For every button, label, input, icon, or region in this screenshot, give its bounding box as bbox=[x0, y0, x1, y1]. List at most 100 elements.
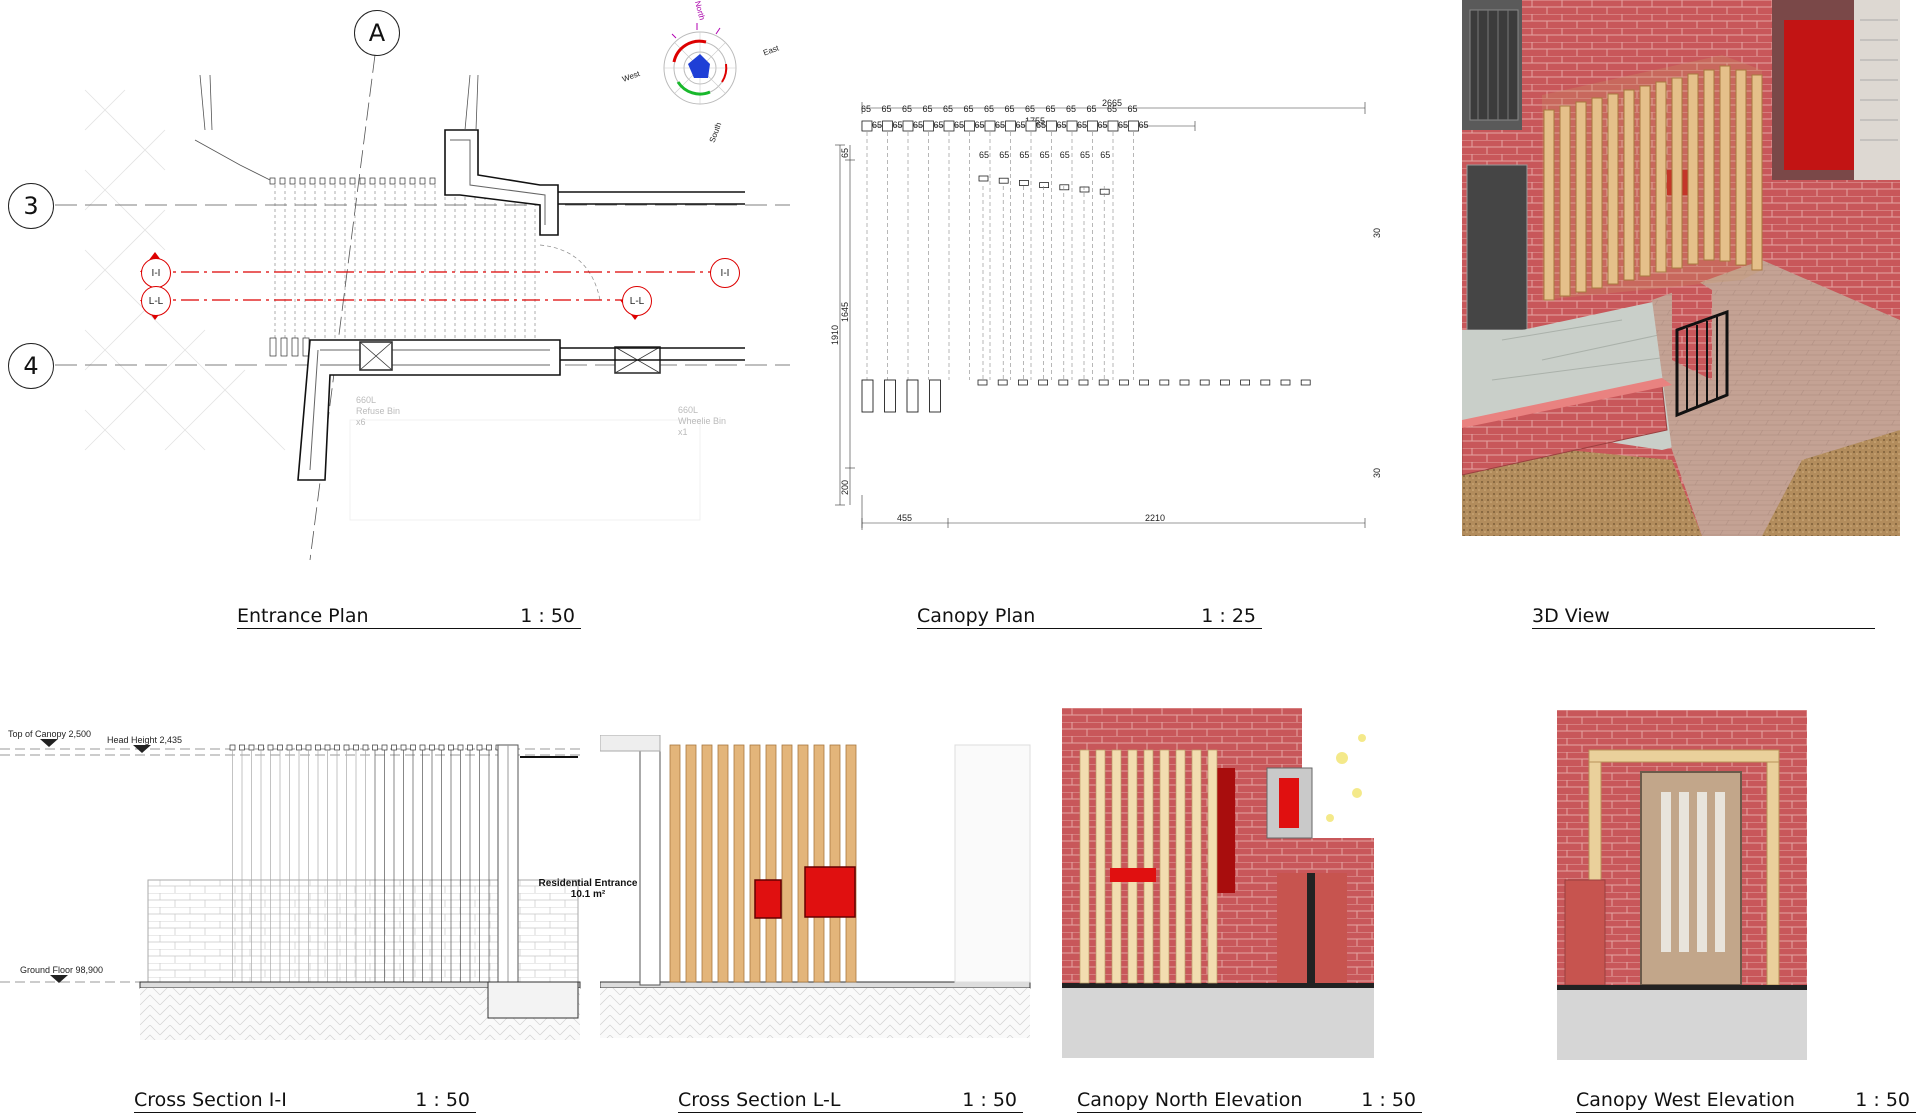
view-3d bbox=[1462, 0, 1900, 536]
section-marker-l-left: L-L bbox=[141, 286, 171, 316]
canopy-slat-top bbox=[1046, 120, 1057, 132]
slat-step-dim-label: 65 bbox=[1040, 150, 1050, 160]
section-slat-head bbox=[334, 744, 340, 751]
section-ll-slat bbox=[797, 744, 809, 983]
paving-hatch bbox=[84, 89, 701, 521]
canopy-slat-bottom bbox=[1219, 379, 1230, 386]
canopy-slat-top bbox=[923, 120, 934, 132]
section-ll-slat bbox=[765, 744, 777, 983]
slat-gap-label: 65 bbox=[1077, 120, 1087, 130]
section-slat-head bbox=[353, 744, 359, 751]
section-slat-head bbox=[429, 744, 435, 751]
section-ll-slat bbox=[813, 744, 825, 983]
title-cross-section-ll: Cross Section L-L 1 : 50 bbox=[678, 1088, 1023, 1113]
slat-dim-label: 65 bbox=[943, 104, 953, 114]
slat-gap-label: 65 bbox=[872, 120, 882, 130]
slat-gap-label: 65 bbox=[995, 120, 1005, 130]
bin-label-wheelie: 660L Wheelie Bin x1 bbox=[678, 405, 727, 437]
canopy-slat-step bbox=[1018, 180, 1029, 186]
section-ll-slat bbox=[669, 744, 681, 983]
title-west-elevation: Canopy West Elevation 1 : 50 bbox=[1576, 1088, 1916, 1113]
section-slat-head bbox=[239, 744, 245, 751]
canopy-slat-top bbox=[1087, 120, 1098, 132]
canopy-post bbox=[906, 379, 919, 413]
canopy-post bbox=[929, 379, 941, 413]
canopy-slat-top bbox=[1128, 120, 1139, 132]
dim-left-top: 65 bbox=[840, 148, 850, 158]
canopy-slat-step bbox=[1039, 182, 1050, 188]
slat-dim-label: 65 bbox=[1128, 104, 1138, 114]
north-elevation-slat bbox=[1207, 749, 1218, 984]
section-slat-head bbox=[381, 744, 388, 751]
section-slat-head bbox=[296, 744, 302, 751]
dim-bottom-left: 455 bbox=[897, 513, 912, 523]
section-slat-head bbox=[457, 744, 464, 751]
section-slat-head bbox=[229, 744, 236, 751]
section-slat-head bbox=[258, 744, 264, 751]
north-elevation-slat bbox=[1111, 749, 1122, 984]
slat-dim-label: 65 bbox=[1005, 104, 1015, 114]
north-elevation-slat bbox=[1159, 749, 1170, 984]
canopy-slat-step bbox=[1099, 188, 1110, 195]
canopy-slat-bottom bbox=[1038, 379, 1049, 386]
compass-rose bbox=[663, 23, 737, 105]
dim-overall: 2665 bbox=[1102, 98, 1122, 108]
canopy-slat-top bbox=[964, 120, 975, 132]
slat-dim-label: 65 bbox=[1046, 104, 1056, 114]
dim-right-bottom: 30 bbox=[1372, 468, 1382, 478]
section-slat-head bbox=[277, 744, 283, 751]
residential-entrance-label: Residential Entrance 10.1 m² bbox=[538, 878, 638, 900]
canopy-slat-step bbox=[1079, 186, 1090, 193]
canopy-slat-top bbox=[861, 120, 873, 132]
section-slat-head bbox=[267, 744, 274, 751]
canopy-slats-group: 6565656565656565656565656565656565656565… bbox=[861, 104, 1311, 413]
canopy-slat-bottom bbox=[1159, 379, 1170, 386]
canopy-plan-view: 2665 1755 1910 1645 65 200 455 2210 30 3… bbox=[800, 90, 1400, 550]
section-slat-head bbox=[400, 744, 407, 751]
slat-gap-label: 65 bbox=[934, 120, 944, 130]
canopy-slat-bottom bbox=[1199, 379, 1210, 386]
title-canopy-plan: Canopy Plan 1 : 25 bbox=[917, 604, 1262, 629]
slat-dim-label: 65 bbox=[902, 104, 912, 114]
slat-gap-label: 65 bbox=[1139, 120, 1149, 130]
north-elevation-drawing bbox=[1062, 708, 1374, 1058]
slat-step-dim-label: 65 bbox=[1100, 150, 1110, 160]
canopy-slat-top bbox=[984, 120, 996, 132]
section-ll-slat bbox=[781, 744, 793, 983]
dim-bottom-right: 2210 bbox=[1145, 513, 1165, 523]
timber-canopy-3d bbox=[1542, 55, 1763, 301]
section-ll-slats bbox=[669, 744, 857, 983]
canopy-slat-bottom bbox=[1240, 379, 1251, 386]
section-slat-head bbox=[448, 744, 454, 751]
dim-right-top: 30 bbox=[1372, 228, 1382, 238]
section-ll-slat bbox=[829, 744, 841, 983]
canopy-slat-step bbox=[998, 177, 1009, 184]
canopy-slat-top bbox=[1107, 120, 1119, 132]
section-slat-head bbox=[438, 744, 445, 751]
slat-dim-label: 65 bbox=[923, 104, 933, 114]
slat-step-dim-label: 65 bbox=[1019, 150, 1029, 160]
section-slat-head bbox=[486, 744, 492, 751]
slat-dim-label: 65 bbox=[1025, 104, 1035, 114]
render-3d bbox=[1462, 0, 1900, 536]
canopy-slat-bottom bbox=[997, 379, 1008, 386]
north-elevation-slat bbox=[1143, 749, 1154, 984]
canopy-slat-bottom bbox=[1078, 379, 1089, 386]
slat-gap-label: 65 bbox=[893, 120, 903, 130]
slat-gap-label: 65 bbox=[975, 120, 985, 130]
canopy-slat-top bbox=[902, 120, 914, 132]
slat-gap-label: 65 bbox=[1036, 120, 1046, 130]
section-slat-head bbox=[286, 744, 293, 751]
bin-label-refuse: 660L Refuse Bin x6 bbox=[356, 395, 401, 427]
canopy-plan-drawing: 2665 1755 1910 1645 65 200 455 2210 30 3… bbox=[830, 98, 1382, 530]
section-ll-slat bbox=[845, 744, 857, 983]
canopy-slat-bottom bbox=[1017, 379, 1028, 386]
entrance-plan-view: A 3 4 I-I L-L I-I L-L North East West So… bbox=[0, 0, 800, 600]
section-slat-head bbox=[467, 744, 473, 751]
section-slat-head bbox=[343, 744, 350, 751]
north-elevation-slat bbox=[1127, 749, 1138, 984]
section-ll-slat bbox=[749, 744, 761, 983]
grid-bubble-4: 4 bbox=[8, 343, 54, 389]
canopy-slat-bottom bbox=[1139, 379, 1150, 386]
section-ll-slat bbox=[717, 744, 729, 983]
